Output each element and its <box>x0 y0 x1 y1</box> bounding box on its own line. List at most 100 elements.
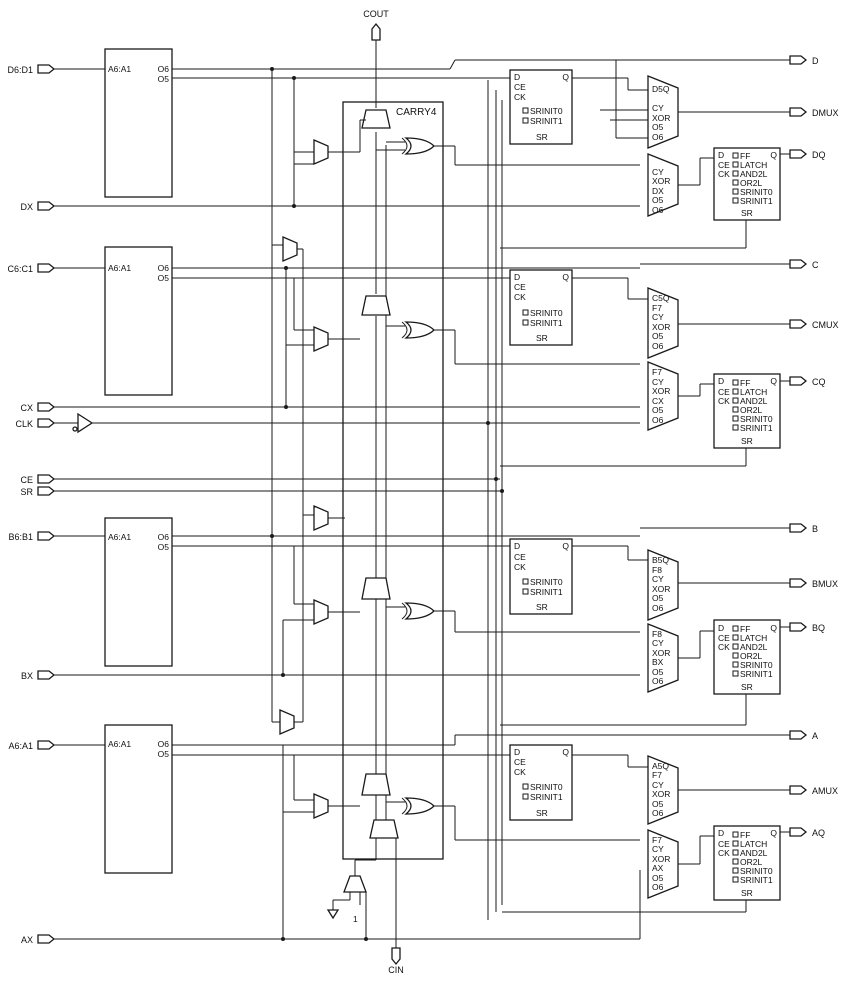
svg-text:D: D <box>718 376 724 386</box>
d6d1-port <box>37 64 56 74</box>
carry-mux-d <box>361 109 391 129</box>
svg-text:O6: O6 <box>652 132 664 142</box>
svg-text:CK: CK <box>718 642 730 652</box>
svg-text:B5Q: B5Q <box>652 555 669 565</box>
svg-text:AND2L: AND2L <box>740 642 768 652</box>
ff-mux-c: F7 CY XOR CX O5 O6 <box>647 361 679 431</box>
svg-text:O6: O6 <box>652 603 664 613</box>
svg-text:LATCH: LATCH <box>740 839 767 849</box>
svg-text:XOR: XOR <box>652 113 670 123</box>
ax-port <box>37 934 56 944</box>
amux-small <box>313 793 329 819</box>
svg-text:FF: FF <box>740 151 750 161</box>
dx-label: DX <box>20 202 33 212</box>
svg-text:CX: CX <box>652 396 664 406</box>
b-port <box>789 523 808 533</box>
svg-text:CY: CY <box>652 312 664 322</box>
svg-text:Q: Q <box>770 828 777 838</box>
svg-text:CE: CE <box>514 552 526 562</box>
svg-text:FF: FF <box>740 624 750 634</box>
svg-text:SRINIT1: SRINIT1 <box>740 669 773 679</box>
lut-d: A6:A1 O6 O5 <box>104 48 173 198</box>
svg-text:LATCH: LATCH <box>740 633 767 643</box>
cmux-label: CMUX <box>812 320 839 330</box>
f8-mux-b <box>313 505 329 531</box>
svg-text:SRINIT1: SRINIT1 <box>530 318 563 328</box>
svg-text:Q: Q <box>562 541 569 551</box>
svg-text:A6:A1: A6:A1 <box>108 739 131 749</box>
carry-mux-b <box>361 577 391 600</box>
svg-text:BX: BX <box>652 657 664 667</box>
a6a1-label: A6:A1 <box>8 741 33 751</box>
dmux-port <box>789 107 808 117</box>
svg-text:SRINIT1: SRINIT1 <box>530 116 563 126</box>
const-mux <box>343 875 367 893</box>
f7-mux-c <box>282 236 298 262</box>
svg-text:OR2L: OR2L <box>740 178 762 188</box>
svg-text:XOR: XOR <box>652 584 670 594</box>
svg-text:SR: SR <box>741 436 753 446</box>
clk-inverter-mux <box>77 412 94 434</box>
svg-text:XOR: XOR <box>652 176 670 186</box>
out-mux-a: A5Q F7 CY XOR O5 O6 <box>647 755 679 825</box>
svg-text:O6: O6 <box>652 205 664 215</box>
svg-text:SR: SR <box>536 333 548 343</box>
bmux-port <box>789 578 808 588</box>
dq-port <box>789 149 808 159</box>
svg-text:A6:A1: A6:A1 <box>108 263 131 273</box>
carry-mux-c <box>361 295 391 316</box>
out-mux-b: B5Q F8 CY XOR O5 O6 <box>647 549 679 621</box>
cx-port <box>37 402 56 412</box>
d-port <box>789 55 808 65</box>
svg-text:CK: CK <box>718 169 730 179</box>
svg-text:O6: O6 <box>158 532 170 542</box>
svg-text:O5: O5 <box>158 542 170 552</box>
bx-port <box>37 670 56 680</box>
svg-text:C5Q: C5Q <box>652 293 670 303</box>
lut-b: A6:A1 O6 O5 <box>104 517 173 667</box>
sr-port <box>37 486 56 496</box>
ff-mux-a: F7 CY XOR AX O5 O6 <box>647 829 679 899</box>
svg-text:CK: CK <box>718 396 730 406</box>
svg-text:O6: O6 <box>652 676 664 686</box>
a-label: A <box>812 731 818 741</box>
carry4-label: CARRY4 <box>396 107 437 118</box>
svg-text:O5: O5 <box>158 749 170 759</box>
ax-label: AX <box>21 935 33 945</box>
svg-text:F7: F7 <box>652 835 662 845</box>
svg-text:Q: Q <box>562 272 569 282</box>
svg-text:CK: CK <box>514 292 526 302</box>
svg-text:DX: DX <box>652 186 664 196</box>
svg-text:O5: O5 <box>652 799 664 809</box>
const-one-label: 1 <box>353 914 358 924</box>
svg-text:SRINIT1: SRINIT1 <box>740 196 773 206</box>
svg-text:SRINIT0: SRINIT0 <box>740 187 773 197</box>
ff-c5: D Q CE CK SRINIT0 SRINIT1 SR <box>509 269 573 346</box>
svg-text:Q: Q <box>562 747 569 757</box>
ff-cq: D Q CE CK FF LATCH AND2L OR2L SRINIT0 SR… <box>713 373 781 449</box>
svg-text:CE: CE <box>514 82 526 92</box>
xor-b <box>404 602 435 620</box>
svg-text:Q: Q <box>770 623 777 633</box>
clk-port <box>37 418 56 428</box>
svg-text:SRINIT0: SRINIT0 <box>740 414 773 424</box>
carry-init-mux <box>369 819 399 839</box>
svg-text:SRINIT1: SRINIT1 <box>530 587 563 597</box>
svg-text:D: D <box>514 72 520 82</box>
ff-mux-d: CY XOR DX O5 O6 <box>647 153 679 217</box>
d-label: D <box>812 56 819 66</box>
svg-text:CE: CE <box>718 839 730 849</box>
svg-text:SRINIT0: SRINIT0 <box>740 660 773 670</box>
cx-label: CX <box>20 403 33 413</box>
cmux-port <box>789 319 808 329</box>
svg-text:CE: CE <box>718 633 730 643</box>
svg-text:CK: CK <box>514 92 526 102</box>
ff-b5: D Q CE CK SRINIT0 SRINIT1 SR <box>509 538 573 615</box>
ground-icon <box>326 909 340 920</box>
svg-text:Q: Q <box>770 150 777 160</box>
svg-text:SRINIT0: SRINIT0 <box>530 577 563 587</box>
ff-a5: D Q CE CK SRINIT0 SRINIT1 SR <box>509 744 573 821</box>
svg-text:O5: O5 <box>652 667 664 677</box>
svg-text:CY: CY <box>652 167 664 177</box>
svg-text:SRINIT0: SRINIT0 <box>530 782 563 792</box>
